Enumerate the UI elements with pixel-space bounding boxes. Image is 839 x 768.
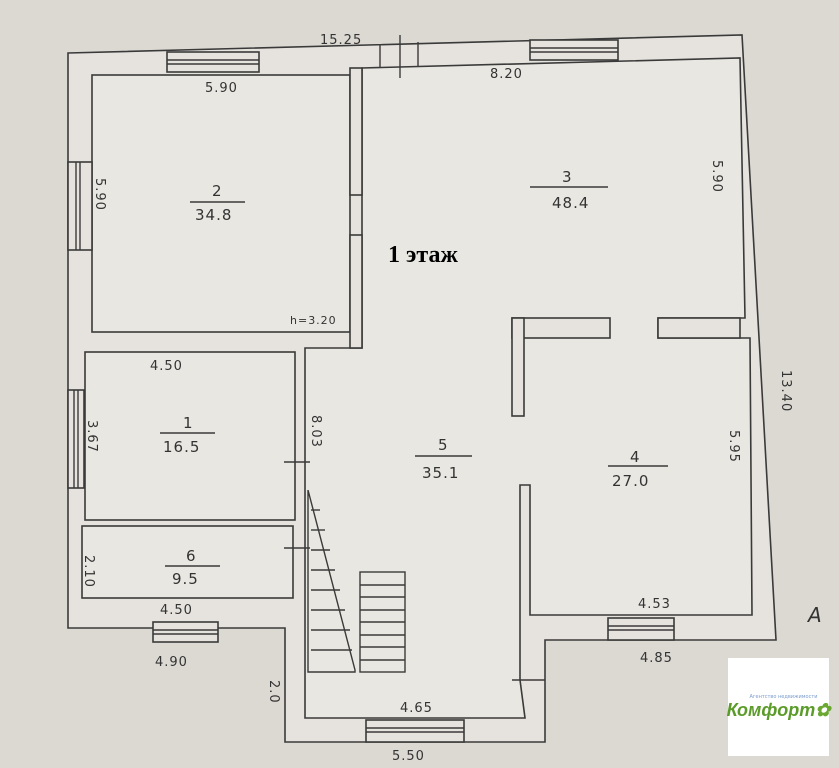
room-2-depth: 5.90 xyxy=(92,178,107,211)
room-4-number: 4 xyxy=(630,448,641,466)
room-3-number: 3 xyxy=(562,168,573,186)
agency-logo: Агентство недвижимости Комфорт✿ xyxy=(726,658,831,756)
staircase xyxy=(307,489,406,673)
partition xyxy=(511,317,525,417)
room-4-width: 4.53 xyxy=(638,597,671,612)
entrance-door xyxy=(379,35,419,78)
room-1-depth: 3.67 xyxy=(84,420,99,453)
dim-overall-bottom: 5.50 xyxy=(392,749,425,764)
room-5-width: 4.65 xyxy=(400,701,433,716)
clover-icon: ✿ xyxy=(815,699,831,720)
room-2-height: h=3.20 xyxy=(290,314,337,327)
room-2-width: 5.90 xyxy=(205,81,238,96)
room-6-depth: 2.10 xyxy=(81,555,96,588)
room-6 xyxy=(81,525,294,599)
room-6-number: 6 xyxy=(186,547,197,565)
room-2-area: 34.8 xyxy=(195,206,232,224)
room-5-depth: 8.03 xyxy=(308,415,323,448)
room-1-area: 16.5 xyxy=(163,438,200,456)
partition xyxy=(511,317,611,339)
dim-overall-right: 13.40 xyxy=(778,370,793,412)
room-5-number: 5 xyxy=(438,436,449,454)
window xyxy=(529,39,619,61)
room-3-width: 8.20 xyxy=(490,67,523,82)
partition xyxy=(349,234,363,349)
room-5-area: 35.1 xyxy=(422,464,459,482)
room-1 xyxy=(84,351,296,521)
dim-right-bottom: 4.85 xyxy=(640,651,673,666)
room-4-depth: 5.95 xyxy=(726,430,741,463)
room-3-area: 48.4 xyxy=(552,194,589,212)
logo-brand: Комфорт✿ xyxy=(726,699,831,720)
room-6-width: 4.50 xyxy=(160,603,193,618)
floor-title: 1 этаж xyxy=(388,242,458,268)
room-3-depth: 5.90 xyxy=(709,160,724,193)
room-1-width: 4.50 xyxy=(150,359,183,374)
window xyxy=(67,389,85,489)
room-6-area: 9.5 xyxy=(172,570,199,588)
dim-left-bottom: 4.90 xyxy=(155,655,188,670)
room-2 xyxy=(91,74,351,333)
partition xyxy=(657,317,741,339)
room-2-number: 2 xyxy=(212,182,223,200)
window xyxy=(67,161,93,251)
dim-overall-top: 15.25 xyxy=(320,33,362,48)
logo-tagline: Агентство недвижимости xyxy=(749,693,818,700)
room-4-area: 27.0 xyxy=(612,472,649,490)
room-1-number: 1 xyxy=(183,414,194,432)
window xyxy=(607,617,675,641)
window xyxy=(166,51,260,73)
window xyxy=(365,719,465,743)
partition xyxy=(349,67,363,196)
corner-mark: A xyxy=(806,603,823,627)
dim-step: 2.0 xyxy=(266,680,281,704)
window xyxy=(152,621,219,643)
